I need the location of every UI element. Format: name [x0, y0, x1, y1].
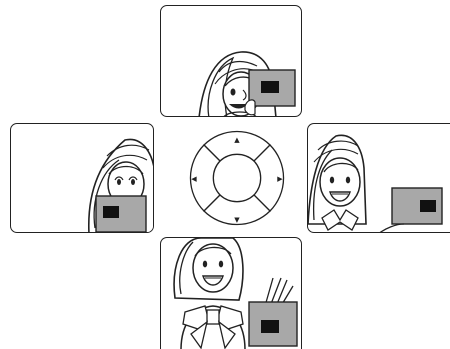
woman-holding-card-up-illustration: [161, 6, 302, 117]
up-arrow-icon: ▲: [234, 136, 240, 144]
woman-holding-card-down-illustration: [161, 238, 302, 349]
panel-left: [10, 123, 154, 233]
woman-holding-card-left-illustration: [11, 124, 154, 233]
down-arrow-icon: ▼: [234, 216, 240, 224]
panel-right: [307, 123, 450, 233]
panel-down: [160, 237, 302, 349]
left-arrow-icon: ◀: [191, 175, 197, 183]
dpad: ▲ ◀ ▶ ▼: [184, 125, 290, 231]
right-arrow-icon: ▶: [277, 175, 283, 183]
panel-up: [160, 5, 302, 117]
woman-holding-card-right-illustration: [308, 124, 450, 233]
